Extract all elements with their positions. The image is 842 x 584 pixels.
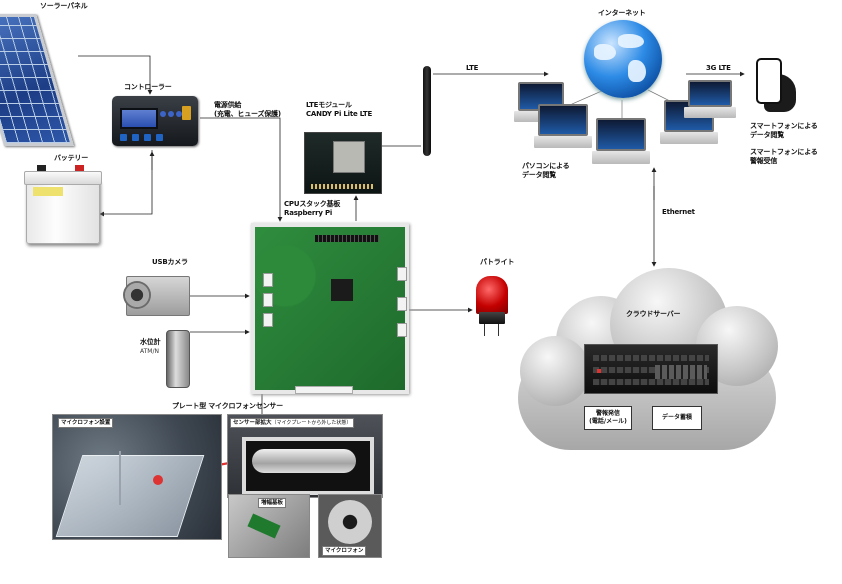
sensor-enlarged-note: （マイクプレートから外した状態） bbox=[271, 420, 352, 426]
charge-controller-image bbox=[112, 96, 198, 146]
battery-label: バッテリー bbox=[54, 154, 88, 162]
internet-label: インターネット bbox=[598, 9, 646, 17]
usb-camera-image bbox=[123, 276, 190, 316]
data-storage-box: データ蓄積 bbox=[652, 406, 702, 430]
controller-battery-line bbox=[99, 150, 153, 217]
smartphone-alert-label: スマートフォンによる 警報受信 bbox=[750, 148, 818, 165]
cloud-server-label: クラウドサーバー bbox=[626, 310, 681, 318]
patlite-label: パトライト bbox=[480, 258, 515, 266]
usb-camera-label: USBカメラ bbox=[152, 258, 188, 266]
plate-microphone-label: プレート型 マイクロフォンセンサー bbox=[172, 402, 283, 410]
smartphone-image bbox=[756, 58, 782, 104]
lte-module-label-2: CANDY Pi Lite LTE bbox=[306, 110, 373, 118]
microphone-tag: マイクロフォン bbox=[322, 546, 367, 556]
ethernet-label: Ethernet bbox=[662, 208, 695, 216]
plate-install-tag: マイクロフォン設置 bbox=[58, 418, 114, 428]
alert-output-box: 警報発信 (電話/メール) bbox=[584, 406, 632, 430]
laptop-right-back-image bbox=[684, 80, 736, 118]
lte-module-label-1: LTEモジュール bbox=[306, 101, 352, 109]
lte-module-image bbox=[304, 132, 382, 194]
patlite-leg-left bbox=[484, 324, 485, 336]
patlite-leg-right bbox=[498, 324, 499, 336]
power-supply-label-1: 電源供給 bbox=[214, 101, 242, 109]
water-gauge-label: 水位計 bbox=[140, 338, 161, 346]
laptop-left-image bbox=[534, 104, 592, 148]
amp-board-tag: 増幅基板 bbox=[258, 498, 287, 508]
mobile-link-label: 3G LTE bbox=[706, 64, 731, 72]
cpu-board-image bbox=[251, 223, 409, 394]
smartphone-data-label: スマートフォンによる データ閲覧 bbox=[750, 122, 818, 139]
solar-panel-label: ソーラーパネル bbox=[40, 2, 88, 10]
lte-link-label: LTE bbox=[466, 64, 479, 72]
cloud-puff-far-left bbox=[520, 336, 590, 406]
patlite-image bbox=[476, 276, 508, 314]
cpu-board-label-1: CPUスタック基板 bbox=[284, 200, 341, 208]
sensor-enlarged-photo bbox=[227, 414, 383, 498]
plate-installation-photo bbox=[52, 414, 222, 540]
controller-label: コントローラー bbox=[124, 83, 172, 91]
cpu-board-label-2: Raspberry Pi bbox=[284, 209, 333, 217]
sensor-enlarged-tag: センサー部拡大（マイクプレートから外した状態） bbox=[230, 418, 355, 428]
battery-image bbox=[24, 165, 102, 244]
water-gauge-image bbox=[166, 330, 190, 388]
controller-to-board-line bbox=[200, 117, 283, 222]
pc-data-label: パソコンによる データ閲覧 bbox=[522, 162, 570, 179]
water-gauge-model: ATM/N bbox=[140, 348, 159, 355]
laptop-center-image bbox=[592, 118, 650, 164]
solar-panel-image bbox=[0, 14, 74, 146]
lte-antenna-image bbox=[423, 66, 431, 156]
server-image bbox=[584, 344, 718, 394]
patlite-base bbox=[479, 312, 505, 324]
power-supply-label-2: (充電、ヒューズ保護) bbox=[214, 110, 281, 118]
internet-globe-image bbox=[584, 20, 662, 98]
